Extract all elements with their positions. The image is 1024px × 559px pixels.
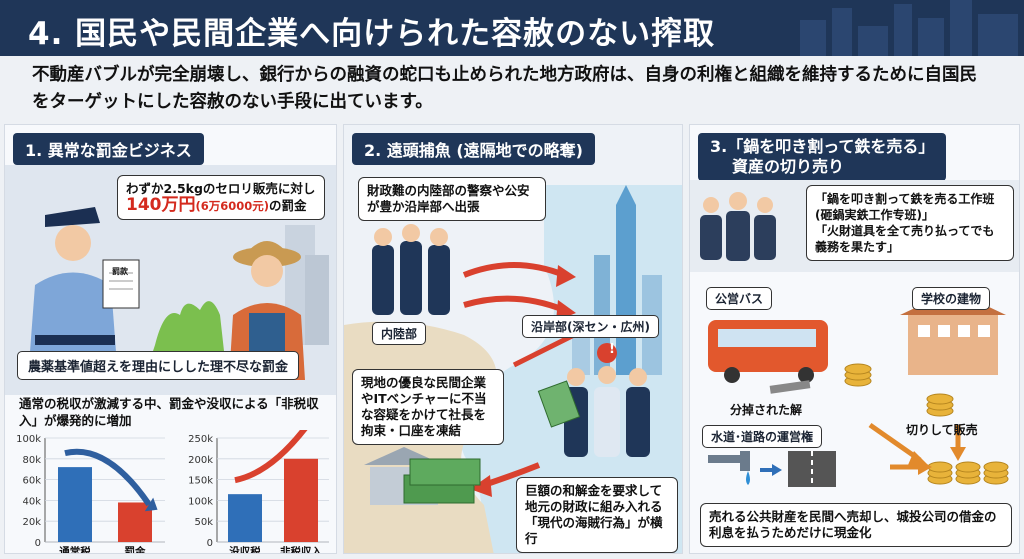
chart-1-xtick: 非税収入 — [280, 545, 322, 554]
chart-0-xtick: 通常税 — [59, 545, 91, 554]
chart-0-ytick: 100k — [16, 434, 41, 445]
work-team-line1: 「鍋を叩き割って鉄を売る工作班 — [815, 192, 995, 206]
fine-callout: わずか2.5kgのセロリ販売に対し 140万円(6万6000元)の罰金 — [117, 175, 325, 220]
chart-1-ytick: 50k — [194, 517, 213, 528]
fine-document-label: 罰款 — [112, 267, 128, 276]
panel3-title-line1: 3.「鍋を叩き割って鉄を売る」 — [710, 137, 935, 156]
chart-0-ytick: 0 — [35, 538, 41, 549]
work-team-line4: 義務を果たす」 — [815, 240, 900, 254]
skyline-decoration — [800, 0, 1018, 56]
piracy-callout: 巨額の和解金を要求して地元の財政に組み入れる「現代の海賊行為」が横行 — [516, 477, 678, 553]
chart-1-ytick: 250k — [188, 434, 213, 445]
chart-1-ytick: 100k — [188, 496, 213, 507]
detention-callout: 現地の優良な民間企業やITベンチャーに不当な容疑をかけて社長を拘束・口座を凍結 — [352, 369, 504, 445]
chart-1-ytick: 200k — [188, 455, 213, 466]
chart-0-bar — [58, 467, 92, 542]
header-bar: 4. 国民や民間企業へ向けられた容赦のない搾取 — [0, 0, 1024, 56]
chart-0-ytick: 40k — [22, 496, 41, 507]
work-team-line3: 「火財道具を全て売り払ってでも — [815, 224, 995, 238]
fine-callout-line1: わずか2.5kgのセロリ販売に対し — [126, 181, 316, 196]
alert-icon: ! — [609, 342, 615, 357]
inland-label: 内陸部 — [372, 322, 427, 345]
inland-police-callout: 財政難の内陸部の警察や公安が豊か沿岸部へ出張 — [358, 177, 546, 221]
revenue-charts: 0 20k 40k 60k 80k 100k 通常税 罰金 0 50k 100k 150k 200k 25… — [16, 430, 329, 554]
chart-title: 通常の税収が激減する中、罰金や没収による「非税収入」が爆発的に増加 — [19, 396, 319, 428]
chart-1-ytick: 150k — [188, 476, 213, 487]
fine-suffix: の罰金 — [269, 198, 307, 213]
panel3-title: 3.「鍋を叩き割って鉄を売る」 資産の切り売り — [698, 133, 947, 181]
panel2-title: 2. 遠頭捕魚 (遠隔地での略奪) — [352, 133, 595, 165]
chart-1-xtick: 没収税 — [229, 545, 261, 554]
intro-text: 不動産バブルが完全崩壊し、銀行からの融資の蛇口も止められた地方政府は、自身の利権… — [32, 65, 977, 112]
fine-caption: 農薬基準値超えを理由にしした理不尽な罰金 — [17, 351, 300, 380]
page-title: 4. 国民や民間企業へ向けられた容赦のない搾取 — [28, 16, 716, 52]
chart-1-ytick: 0 — [207, 538, 213, 549]
sell-label: 切りして販売 — [906, 423, 978, 437]
dismantled-label: 分掉された解 — [730, 403, 803, 417]
work-team-line2: (砸鍋実鉄工作专班)」 — [815, 208, 934, 222]
panel-remote-fishing: 2. 遠頭捕魚 (遠隔地での略奪) — [343, 124, 683, 554]
chart-1-bar — [284, 458, 318, 542]
fine-amount: 140万円 — [126, 195, 196, 215]
chart-0-ytick: 20k — [22, 517, 41, 528]
panel-fine-business: 1. 異常な罰金ビジネス 罰款 わずか2.5kgのセロリ販売に対し 140万円(… — [4, 124, 337, 554]
panel-asset-sales: 3.「鍋を叩き割って鉄を売る」 資産の切り売り — [689, 124, 1020, 554]
chart-0-trend-arrow — [64, 448, 152, 507]
chart-0-trend-arrowhead — [144, 497, 158, 512]
chart-1-trend-arrow — [234, 430, 308, 484]
chart-0-xtick: 罰金 — [125, 545, 146, 554]
chart-0-ytick: 80k — [22, 455, 41, 466]
asset-sale-caption: 売れる公共財産を民間へ売却し、城投公司の借金の利息を払うためだけに現金化 — [700, 503, 1012, 547]
chart-0-ytick: 60k — [22, 476, 41, 487]
fine-amount-yuan: (6万6000元) — [195, 199, 270, 213]
chart-1-bar — [228, 494, 262, 542]
utility-label: 水道･道路の運営権 — [702, 425, 823, 448]
coastal-label: 沿岸部(深セン・広州) — [522, 315, 659, 338]
school-label: 学校の建物 — [912, 287, 991, 310]
work-team-callout: 「鍋を叩き割って鉄を売る工作班 (砸鍋実鉄工作专班)」 「火財道具を全て売り払っ… — [806, 185, 1014, 261]
bus-label: 公営バス — [706, 287, 773, 310]
panel1-title: 1. 異常な罰金ビジネス — [13, 133, 204, 165]
panel3-title-line2: 資産の切り売り — [732, 157, 845, 176]
